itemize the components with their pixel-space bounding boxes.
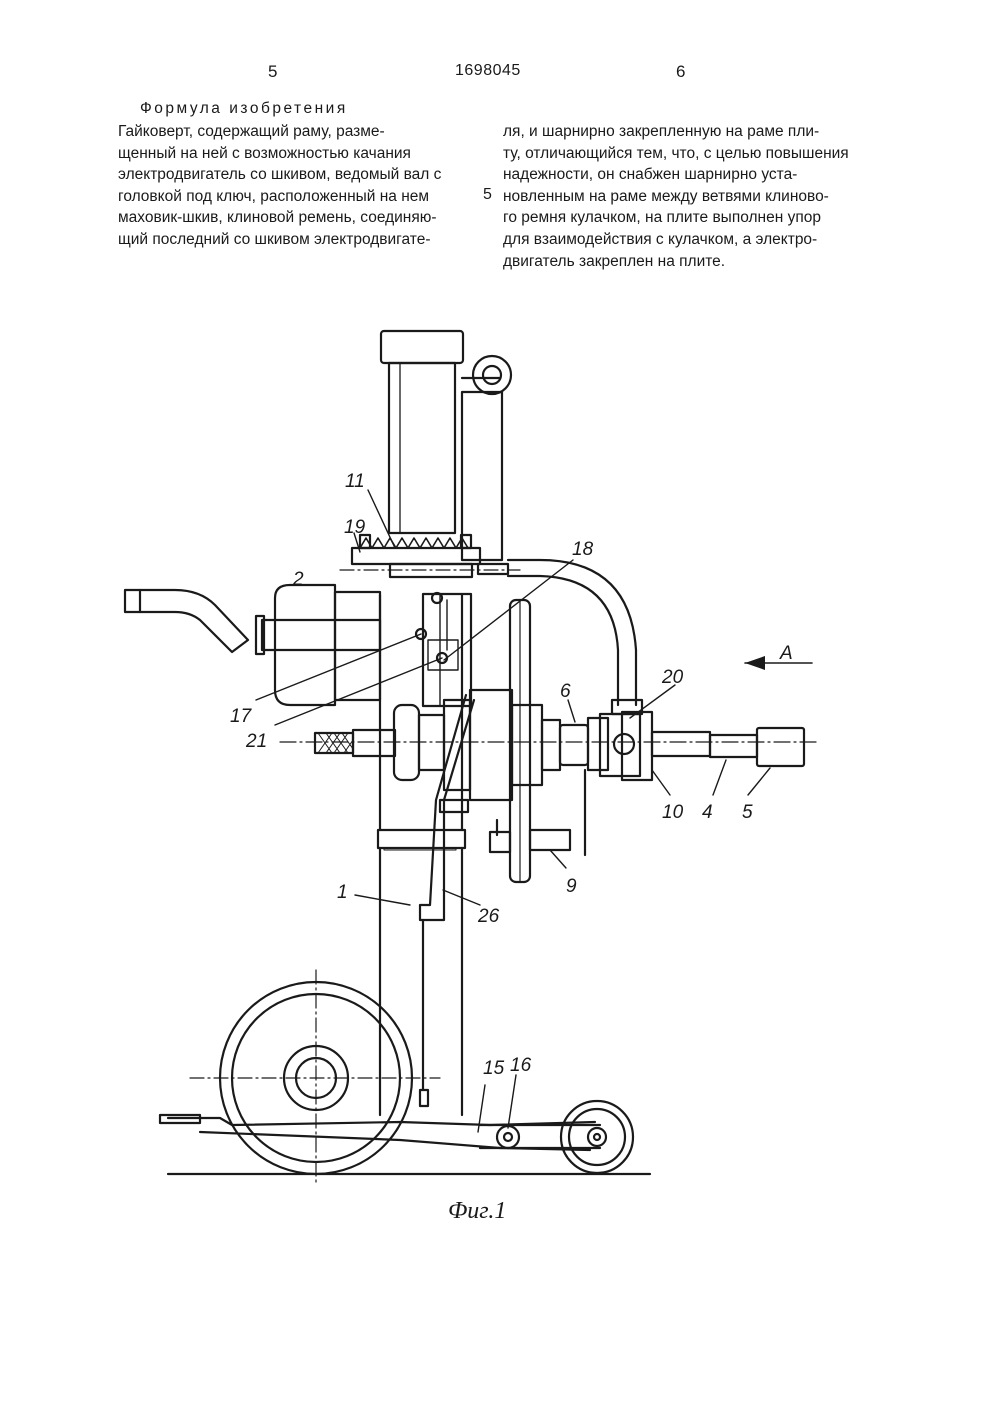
view-arrow-label: А xyxy=(779,643,793,664)
motor xyxy=(125,585,380,705)
cam-rod xyxy=(420,695,474,1106)
top-eye xyxy=(473,356,511,394)
ref-label-26: 26 xyxy=(477,906,500,927)
ref-label-1: 1 xyxy=(337,882,348,903)
ref-label-5: 5 xyxy=(742,802,753,823)
frame-column xyxy=(378,331,502,1115)
ref-label-18: 18 xyxy=(572,539,594,560)
main-shaft xyxy=(280,690,820,800)
ref-label-15: 15 xyxy=(483,1058,505,1079)
ref-label-4: 4 xyxy=(702,802,713,823)
ref-label-2: 2 xyxy=(292,569,304,590)
ref-label-16: 16 xyxy=(510,1055,532,1076)
figure-caption: Фиг.1 xyxy=(448,1198,506,1224)
ref-label-21: 21 xyxy=(245,731,267,752)
stud xyxy=(490,770,585,855)
rack-assembly xyxy=(340,535,520,577)
curved-pipe xyxy=(508,560,642,714)
ref-label-19: 19 xyxy=(344,517,366,538)
ref-label-17: 17 xyxy=(230,706,253,727)
leader-lines xyxy=(256,490,770,1132)
large-wheel xyxy=(190,970,440,1185)
ref-label-10: 10 xyxy=(662,802,684,823)
lever-and-small-wheel xyxy=(160,1101,633,1173)
ref-label-9: 9 xyxy=(566,876,577,897)
ref-label-11: 11 xyxy=(345,471,365,492)
ref-label-6: 6 xyxy=(560,681,571,702)
ref-label-20: 20 xyxy=(661,667,684,688)
view-arrow xyxy=(745,656,812,670)
